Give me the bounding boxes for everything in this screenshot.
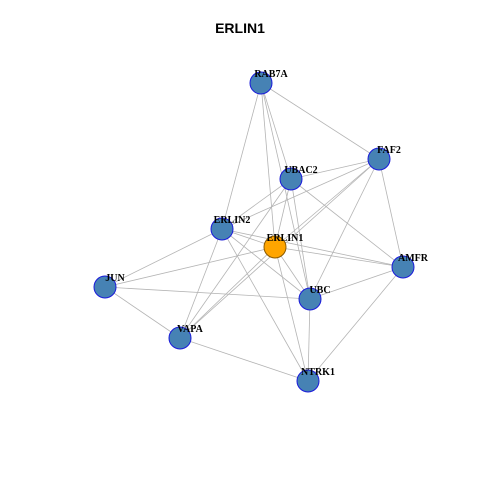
edge-erlin2-ubc [221,228,311,300]
node-circle-rab7a [249,71,273,95]
edge-erlin1-vapa [179,246,276,339]
node-label-rab7a: RAB7A [254,69,288,80]
node-label-faf2: FAF2 [377,145,401,156]
node-circle-amfr [391,255,415,279]
edge-erlin2-amfr [221,228,404,268]
edge-vapa-ntrk1 [179,337,309,382]
node-label-erlin2: ERLIN2 [214,215,251,226]
edge-faf2-ubac2 [290,158,380,180]
node-circle-erlin1 [263,235,287,259]
edge-jun-ubc [104,286,311,300]
node-circle-faf2 [367,147,391,171]
edge-amfr-ntrk1 [307,266,404,382]
node-circle-ubc [298,287,322,311]
edge-erlin2-vapa [179,228,223,339]
edge-ubac2-erlin1 [274,178,292,248]
figure-title: ERLIN1 [215,20,265,36]
edge-rab7a-faf2 [260,82,380,160]
node-jun: JUN [93,273,125,299]
node-label-jun: JUN [105,273,125,284]
edge-faf2-erlin1 [274,158,380,248]
node-ubac2: UBAC2 [279,165,318,191]
node-label-ubc: UBC [309,285,330,296]
node-circle-vapa [168,326,192,350]
edge-faf2-ubc [309,158,380,300]
node-circle-jun [93,275,117,299]
edge-erlin1-amfr [274,246,404,268]
edge-erlin2-ntrk1 [221,228,309,382]
edge-rab7a-ubc [260,82,311,300]
node-label-ubac2: UBAC2 [284,165,317,176]
edge-erlin1-jun [104,246,276,288]
node-ntrk1: NTRK1 [296,367,335,393]
node-label-amfr: AMFR [398,253,429,264]
edge-rab7a-erlin1 [260,82,276,248]
node-erlin2: ERLIN2 [210,215,251,241]
node-label-vapa: VAPA [177,324,204,335]
edge-amfr-ubc [309,266,404,300]
node-faf2: FAF2 [367,145,401,171]
edge-jun-vapa [104,286,181,339]
edge-faf2-erlin2 [221,158,380,230]
edge-ubac2-ubc [290,178,311,300]
edge-rab7a-ubac2 [260,82,292,180]
edge-ubac2-erlin2 [221,178,292,230]
node-circle-erlin2 [210,217,234,241]
edge-rab7a-erlin2 [221,82,262,230]
edge-erlin2-jun [104,228,223,288]
node-erlin1: ERLIN1 [263,233,304,259]
edge-erlin1-ntrk1 [274,246,309,382]
edge-faf2-amfr [378,158,404,268]
node-vapa: VAPA [168,324,204,350]
node-ubc: UBC [298,285,331,311]
node-circle-ntrk1 [296,369,320,393]
node-label-ntrk1: NTRK1 [301,367,335,378]
node-rab7a: RAB7A [249,69,288,95]
edge-ubac2-amfr [290,178,404,268]
edge-ubc-ntrk1 [307,298,311,382]
node-label-erlin1: ERLIN1 [267,233,304,244]
edge-layer [104,82,404,382]
node-amfr: AMFR [391,253,429,279]
edge-ubac2-vapa [179,178,292,339]
node-circle-ubac2 [279,167,303,191]
